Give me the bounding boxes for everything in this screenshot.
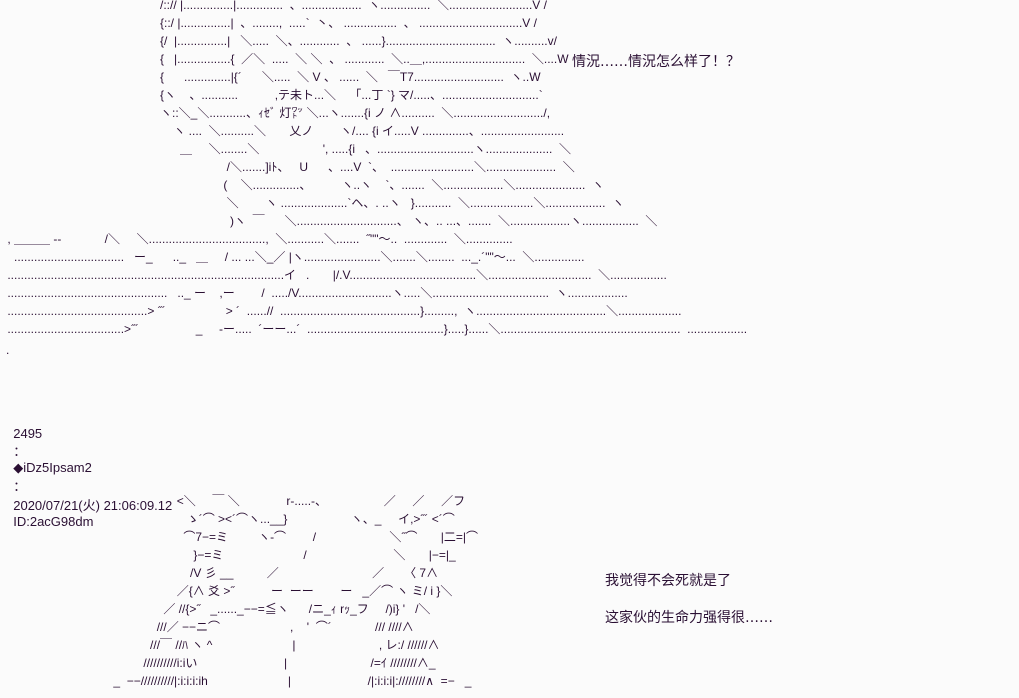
post-header: 2495 ： ◆iDz5Ipsam2 ： 2020/07/21(火) 21:06… [6, 411, 172, 529]
separator: ： [13, 479, 27, 494]
post-number: 2495 [13, 426, 43, 441]
ascii-art-line: , ＿＿＿ -- /＼ ＼...........................… [4, 232, 513, 246]
ascii-art-line: /＼.......]iﾄ、 U 、....V `、 ..............… [160, 160, 575, 174]
ascii-art-line: ＿ ＼........＼ ', .....{i 、...............… [160, 142, 572, 156]
dialogue-bottom-1: 我觉得不会死就是了 [605, 573, 731, 589]
ascii-art-line: ///／ −−ニ⌒ , ' ⌒´ /// ////∧ [10, 620, 414, 634]
ascii-art-line: {ヽ 、........... ,テ未ト...＼ 「...丁 `} マ/....… [160, 88, 543, 102]
ascii-art-line: ........................................… [4, 268, 667, 282]
post-datetime: 2020/07/21(火) 21:06:09.12 [13, 498, 173, 513]
separator: ： [13, 444, 27, 459]
trailing-mark: . [6, 343, 10, 357]
dialogue-bottom-2: 这家伙的生命力强得很…… [605, 610, 773, 626]
ascii-art-line: /V 彡 __ ／ ／ 〈 7∧ [10, 566, 439, 580]
ascii-art-line: )ヽ ￣ ＼..............................、 ヽ、… [160, 214, 658, 228]
ascii-art-line: {::/ |...............| 、........, .....`… [160, 16, 537, 30]
ascii-art-line: { |................{ ／＼ ..... ＼ ＼ 、 ....… [160, 52, 569, 66]
ascii-art-line: ........................................… [4, 304, 682, 318]
ascii-art-line: ＼ ヽ ....................`ヘ、. ..ヽ }......… [160, 196, 625, 210]
ascii-art-line: ................................. ー_ .._… [4, 250, 585, 264]
post-id: ID:2acG98dm [13, 514, 94, 529]
ascii-art-line: { ..............|{´ ＼..... ＼ V 、 ...... … [160, 70, 541, 84]
dialogue-top: 情況……情況怎么样了！？ [572, 54, 740, 70]
ascii-art-line: _ −−//////////|:i:i:i:ih | /|:i:i:i|:///… [10, 674, 472, 688]
ascii-art-line: ...................................>˝´ _… [4, 322, 748, 336]
ascii-art-line: //////////i:iい | /=ｲ ////////∧_ [10, 656, 436, 670]
post-trip: ◆iDz5Ipsam2 [13, 460, 92, 475]
ascii-art-line: ( ＼..............、 ヽ..ヽ `、....... ＼.....… [160, 178, 605, 192]
ascii-art-line: ........................................… [4, 286, 628, 300]
ascii-art-line: ゝ´⌒ ><´⌒ヽ...__} ヽ、_ イ,>˝´ <´⌒ [10, 512, 455, 526]
ascii-art-line: ⌒7−=ミ ヽ‐⌒ / ＼˝⌒ |二=|⌒ [10, 530, 478, 544]
ascii-art-line: /::// |...............|.............. 、.… [160, 0, 547, 12]
ascii-art-line: ヽ .... ＼..........＼ 乂ノ ヽ/.... {i イ.....V… [160, 124, 565, 138]
ascii-art-line: {/ |...............| ＼..... ＼、..........… [160, 34, 557, 48]
ascii-art-line: ヽ::＼_＼...........、ｨｾﾞ 灯㍗ ＼...ヽ.......{i … [160, 106, 551, 120]
ascii-art-line: <＼ ￣ ＼ r‐.....-、 ／ ／ ／フ [10, 494, 466, 508]
ascii-art-line: ///￣ //ﾊ ヽ ^ | , レ:/ //////∧ [10, 638, 440, 652]
ascii-art-line: ／ //{>˝ _......_−−=≦ヽ /ニ_ｨ rｯ_フ /)i} ' /… [10, 602, 431, 616]
ascii-art-line: ／{∧ 爻 >˝ ー ーー ー _／⌒ ヽ ミ/ i }＼ [10, 584, 453, 598]
ascii-art-line: }−=ミ / ＼ |−=|_ [10, 548, 456, 562]
